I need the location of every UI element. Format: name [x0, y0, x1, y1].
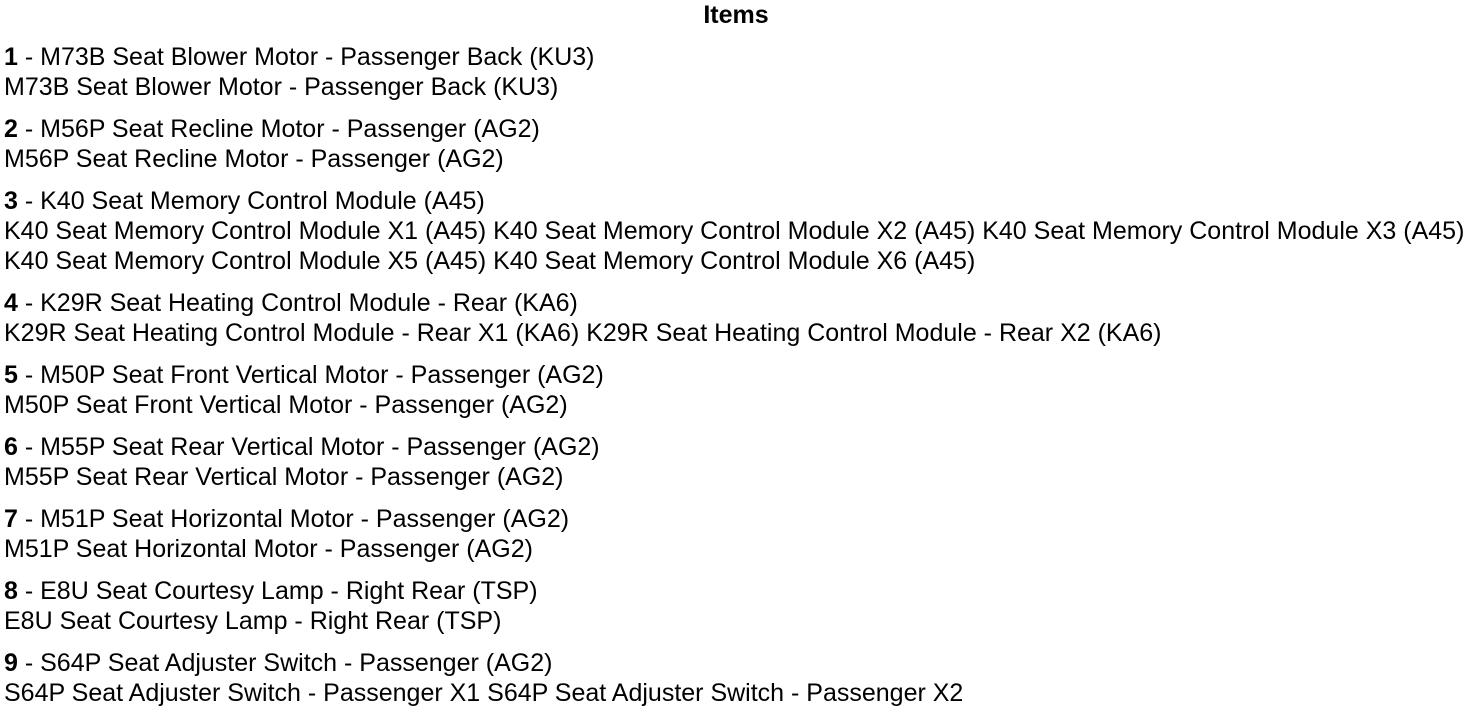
item-number: 3 [4, 187, 18, 215]
item-detail: M73B Seat Blower Motor - Passenger Back … [4, 73, 559, 101]
item-title: M55P Seat Rear Vertical Motor - Passenge… [40, 433, 600, 461]
page-title: Items [703, 1, 769, 29]
item-row-8: 8 - E8U Seat Courtesy Lamp - Right Rear … [4, 576, 1468, 636]
item-title: K40 Seat Memory Control Module (A45) [40, 187, 485, 215]
item-number: 6 [4, 433, 18, 461]
item-number: 8 [4, 577, 18, 605]
item-separator: - [17, 187, 41, 215]
item-title: K29R Seat Heating Control Module - Rear … [40, 289, 578, 317]
item-number: 2 [4, 115, 18, 143]
item-title: M73B Seat Blower Motor - Passenger Back … [40, 43, 595, 71]
item-heading: 8 - E8U Seat Courtesy Lamp - Right Rear … [4, 576, 1468, 606]
item-title: M56P Seat Recline Motor - Passenger (AG2… [40, 115, 540, 143]
item-detail: E8U Seat Courtesy Lamp - Right Rear (TSP… [4, 607, 502, 635]
item-row-7: 7 - M51P Seat Horizontal Motor - Passeng… [4, 504, 1468, 564]
item-separator: - [17, 361, 41, 389]
item-heading: 1 - M73B Seat Blower Motor - Passenger B… [4, 42, 1468, 72]
item-row-9: 9 - S64P Seat Adjuster Switch - Passenge… [4, 648, 1468, 708]
item-row-5: 5 - M50P Seat Front Vertical Motor - Pas… [4, 360, 1468, 420]
item-separator: - [17, 577, 41, 605]
item-heading: 3 - K40 Seat Memory Control Module (A45) [4, 186, 1468, 216]
item-number: 4 [4, 289, 18, 317]
item-separator: - [17, 289, 41, 317]
item-separator: - [17, 505, 41, 533]
item-separator: - [17, 115, 41, 143]
item-title: S64P Seat Adjuster Switch - Passenger (A… [40, 649, 553, 677]
item-detail: M51P Seat Horizontal Motor - Passenger (… [4, 535, 533, 563]
item-row-1: 1 - M73B Seat Blower Motor - Passenger B… [4, 42, 1468, 102]
item-number: 9 [4, 649, 18, 677]
item-heading: 2 - M56P Seat Recline Motor - Passenger … [4, 114, 1468, 144]
item-row-3: 3 - K40 Seat Memory Control Module (A45)… [4, 186, 1468, 276]
item-heading: 4 - K29R Seat Heating Control Module - R… [4, 288, 1468, 318]
item-number: 7 [4, 505, 18, 533]
item-detail: M55P Seat Rear Vertical Motor - Passenge… [4, 463, 564, 491]
item-row-2: 2 - M56P Seat Recline Motor - Passenger … [4, 114, 1468, 174]
item-heading: 9 - S64P Seat Adjuster Switch - Passenge… [4, 648, 1468, 678]
item-row-4: 4 - K29R Seat Heating Control Module - R… [4, 288, 1468, 348]
item-title: M50P Seat Front Vertical Motor - Passeng… [40, 361, 604, 389]
item-title: M51P Seat Horizontal Motor - Passenger (… [40, 505, 570, 533]
item-detail: K40 Seat Memory Control Module X1 (A45) … [4, 217, 1465, 275]
item-separator: - [17, 43, 41, 71]
item-heading: 7 - M51P Seat Horizontal Motor - Passeng… [4, 504, 1468, 534]
item-row-6: 6 - M55P Seat Rear Vertical Motor - Pass… [4, 432, 1468, 492]
item-detail: S64P Seat Adjuster Switch - Passenger X1… [4, 679, 964, 707]
item-separator: - [17, 649, 41, 677]
item-detail: K29R Seat Heating Control Module - Rear … [4, 319, 1162, 347]
item-number: 1 [4, 43, 18, 71]
item-heading: 6 - M55P Seat Rear Vertical Motor - Pass… [4, 432, 1468, 462]
item-detail: M50P Seat Front Vertical Motor - Passeng… [4, 391, 568, 419]
item-separator: - [17, 433, 41, 461]
item-number: 5 [4, 361, 18, 389]
item-detail: M56P Seat Recline Motor - Passenger (AG2… [4, 145, 504, 173]
item-title: E8U Seat Courtesy Lamp - Right Rear (TSP… [40, 577, 538, 605]
item-heading: 5 - M50P Seat Front Vertical Motor - Pas… [4, 360, 1468, 390]
